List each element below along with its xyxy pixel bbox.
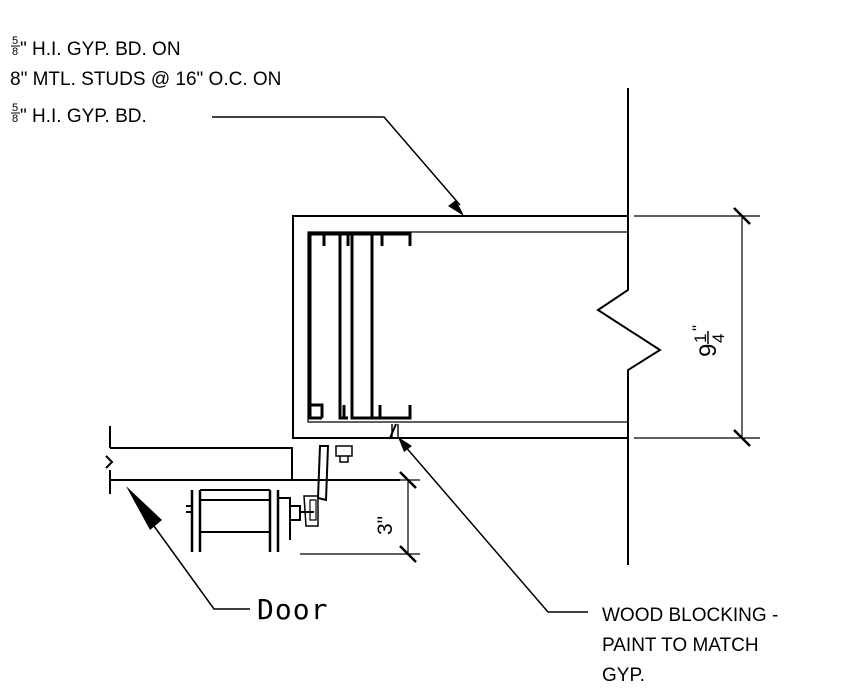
callout-wall-line2: 8" MTL. STUDS @ 16" O.C. ON (10, 69, 281, 90)
dimension-reveal-label: 3" (374, 516, 397, 535)
dim-reveal-value: 3" (374, 516, 397, 535)
leader-wall (212, 116, 461, 206)
callout-blocking-line2: PAINT TO MATCH (602, 635, 759, 656)
dim-width-den: 4 (709, 334, 728, 343)
callout-door: Door (257, 593, 328, 626)
dimension-reveal (300, 471, 420, 563)
callout-wall-frac1-num: 5 (12, 35, 18, 47)
leader-blocking (403, 444, 588, 613)
dim-width-unit: " (689, 325, 708, 331)
callout-wall-line3: " H.I. GYP. BD. (20, 106, 147, 127)
callout-blocking-line1: WOOD BLOCKING - (602, 605, 778, 626)
existing-wall-line (596, 88, 662, 565)
dimension-width-label: 9 1 4 " (689, 325, 728, 357)
arrowhead-blocking (398, 437, 412, 452)
callout-wall-frac3-num: 5 (12, 102, 18, 114)
door-frame (105, 426, 400, 552)
wood-blocking (316, 423, 399, 502)
dim-width-whole: 9 (695, 344, 722, 357)
callout-wall-frac3-den: 8 (12, 113, 18, 125)
arrowhead-door (126, 486, 162, 530)
callout-wall: 5 8 " H.I. GYP. BD. ON 8" MTL. STUDS @ 1… (10, 35, 281, 127)
leader-door (145, 514, 250, 610)
callout-wall-frac1-den: 8 (12, 46, 18, 58)
dimension-width (634, 207, 760, 447)
callout-blocking-line3: GYP. (602, 665, 645, 686)
gyp-board-outer (292, 215, 628, 439)
metal-studs (308, 232, 412, 420)
callout-blocking: WOOD BLOCKING - PAINT TO MATCH GYP. (602, 605, 778, 686)
callout-wall-line1: " H.I. GYP. BD. ON (20, 39, 181, 60)
arrowhead-wall (448, 200, 464, 216)
gyp-board-inner (307, 231, 628, 423)
dim-width-num: 1 (691, 334, 710, 343)
